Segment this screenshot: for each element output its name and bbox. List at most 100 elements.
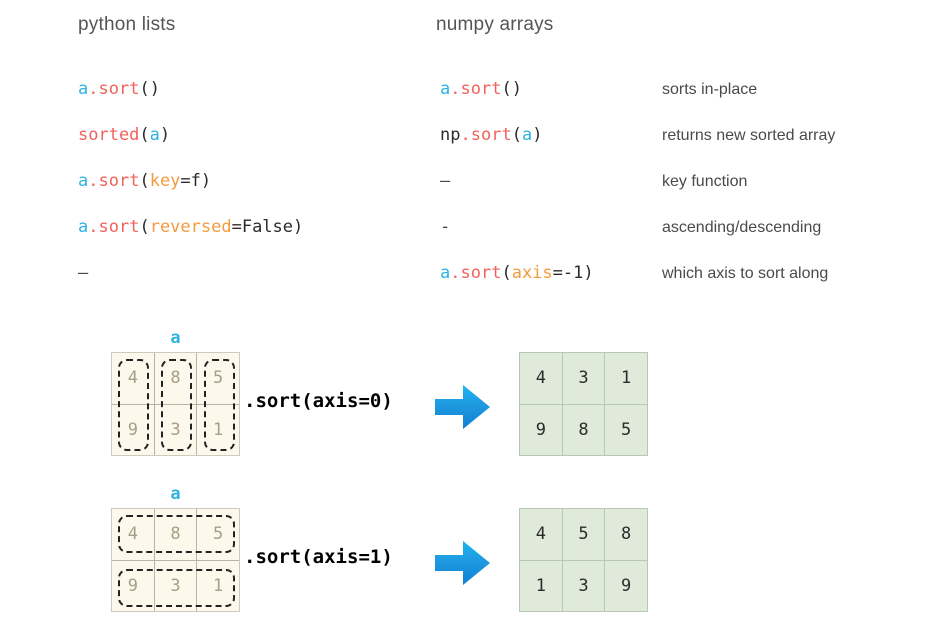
cell-0-1: 8 [153, 353, 198, 405]
numpy-placeholder-row-4: - [440, 217, 451, 237]
sort-call-axis-0: .sort(axis=0) [244, 390, 393, 412]
code-token-dot: . [460, 125, 471, 145]
code-token-fn: sort [460, 79, 502, 99]
code-token-kwarg: key [149, 171, 181, 191]
cell-1-1: 3 [153, 559, 198, 611]
array-label-a: a [170, 484, 181, 504]
array-label-a: a [170, 328, 181, 348]
cell-0-2: 5 [196, 353, 239, 405]
numpy-code-row-2: np.sort(a) [440, 125, 542, 145]
code-token-var: a [521, 125, 533, 145]
cell-1-0: 1 [520, 559, 563, 611]
code-token-dot: . [88, 217, 99, 237]
cell-1-2: 1 [196, 403, 239, 455]
table-row: 4 8 5 [112, 353, 239, 405]
python-placeholder-row-5: – [78, 263, 89, 283]
code-token-var: a [440, 79, 451, 99]
code-token-dot: . [244, 390, 256, 412]
code-token-open: ( [139, 171, 150, 191]
table-row: 9 8 5 [520, 403, 647, 455]
cell-0-1: 3 [561, 353, 606, 405]
code-token-module: np [440, 125, 461, 145]
code-token-fn: sort [460, 263, 502, 283]
code-token-open: ( [301, 390, 313, 412]
cell-0-0: 4 [112, 509, 155, 561]
code-token-tail: =1) [358, 546, 393, 568]
description-row-4: ascending/descending [662, 219, 822, 236]
code-token-var: a [78, 79, 89, 99]
cell-1-0: 9 [520, 403, 563, 455]
code-token-tail: () [139, 79, 160, 99]
description-row-1: sorts in-place [662, 81, 758, 98]
description-row-3: key function [662, 173, 748, 190]
cell-1-2: 5 [604, 403, 647, 455]
numpy-code-row-1: a.sort() [440, 79, 522, 99]
code-token-open: ( [301, 546, 313, 568]
code-token-kwarg: axis [511, 263, 553, 283]
code-token-var: a [78, 171, 89, 191]
code-token-dot: . [88, 171, 99, 191]
code-token-open: ( [511, 125, 522, 145]
table-row: 4 8 5 [112, 509, 239, 561]
code-token-open: ( [139, 217, 150, 237]
cell-1-1: 3 [561, 559, 606, 611]
cell-0-2: 1 [604, 353, 647, 405]
cell-0-2: 8 [604, 509, 647, 561]
input-matrix-axis-0: 4 8 5 9 3 1 [111, 352, 240, 456]
code-token-dot: . [450, 79, 461, 99]
description-row-5: which axis to sort along [662, 265, 829, 282]
cell-0-2: 5 [196, 509, 239, 561]
code-token-fn: sort [255, 546, 302, 568]
python-code-row-3: a.sort(key=f) [78, 171, 211, 191]
code-token-tail: =-1) [552, 263, 594, 283]
column-header-python-lists: python lists [78, 14, 176, 35]
table-row: 9 3 1 [112, 403, 239, 455]
code-token-var: a [149, 125, 160, 145]
cell-1-0: 9 [112, 559, 155, 611]
output-matrix-axis-0: 4 3 1 9 8 5 [519, 352, 648, 456]
cell-0-1: 5 [561, 509, 606, 561]
table-row: 4 3 1 [520, 353, 647, 405]
python-code-row-4: a.sort(reversed=False) [78, 217, 303, 237]
table-row: 4 5 8 [520, 509, 647, 561]
code-token-dot: . [88, 79, 99, 99]
code-token-tail: =f) [180, 171, 212, 191]
code-token-tail: =0) [358, 390, 393, 412]
cell-0-0: 4 [520, 353, 563, 405]
code-token-tail: () [501, 79, 522, 99]
code-token-dot: . [450, 263, 461, 283]
numpy-code-row-5: a.sort(axis=-1) [440, 263, 594, 283]
code-token-close: ) [532, 125, 543, 145]
table-row: 9 3 1 [112, 559, 239, 611]
code-token-close: ) [159, 125, 171, 145]
code-token-open: ( [501, 263, 512, 283]
cell-1-0: 9 [112, 403, 155, 455]
transform-arrow-icon [435, 385, 490, 429]
code-token-kwarg: axis [312, 546, 359, 568]
code-token-dot: . [244, 546, 256, 568]
column-header-numpy-arrays: numpy arrays [436, 14, 554, 35]
cell-1-1: 3 [153, 403, 198, 455]
python-code-row-2: sorted(a) [78, 125, 170, 145]
code-token-fn: sort [98, 171, 140, 191]
code-token-tail: =False) [231, 217, 304, 237]
sort-call-axis-1: .sort(axis=1) [244, 546, 393, 568]
code-token-open: ( [139, 125, 150, 145]
code-token-kwarg: axis [312, 390, 359, 412]
table-row: 1 3 9 [520, 559, 647, 611]
cell-1-1: 8 [561, 403, 606, 455]
code-token-var: a [78, 217, 89, 237]
description-row-2: returns new sorted array [662, 127, 836, 144]
code-token-fn: sorted [78, 125, 140, 145]
code-token-fn: sort [470, 125, 512, 145]
cell-0-0: 4 [520, 509, 563, 561]
transform-arrow-icon [435, 541, 490, 585]
code-token-fn: sort [255, 390, 302, 412]
numpy-placeholder-row-3: – [440, 171, 451, 191]
output-matrix-axis-1: 4 5 8 1 3 9 [519, 508, 648, 612]
code-token-fn: sort [98, 79, 140, 99]
code-token-var: a [440, 263, 451, 283]
code-token-kwarg: reversed [149, 217, 232, 237]
code-token-fn: sort [98, 217, 140, 237]
cell-1-2: 1 [196, 559, 239, 611]
